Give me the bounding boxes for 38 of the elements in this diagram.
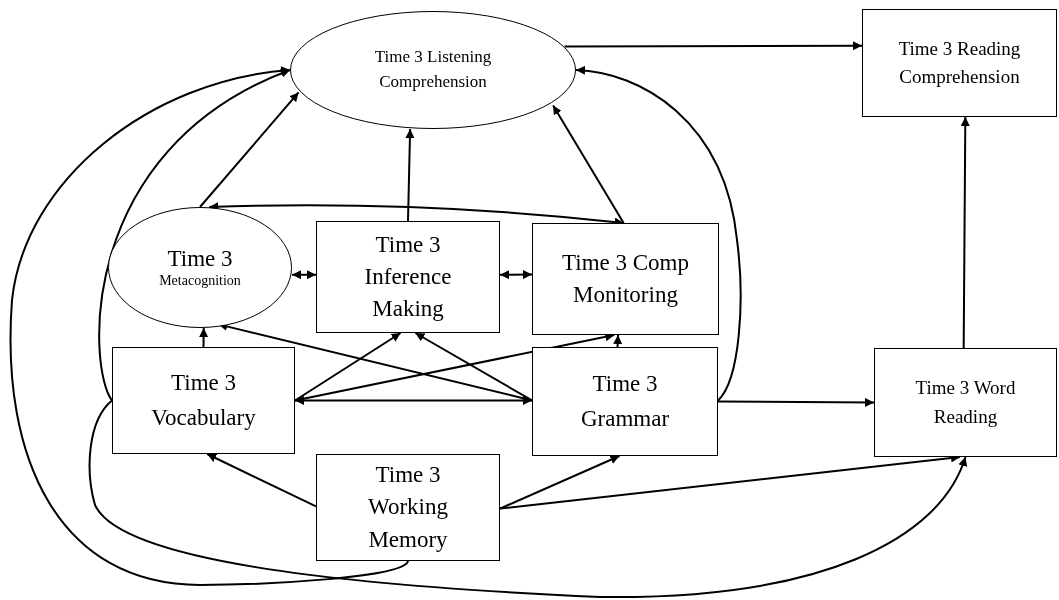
node-label: Time 3 Working Memory: [367, 461, 449, 554]
arrow: [563, 41, 863, 51]
variable-box: [316, 221, 500, 333]
arrow: [499, 455, 621, 510]
arrow: [294, 332, 402, 402]
variable-box: [532, 347, 718, 456]
node-label: Time 3 Vocabulary: [150, 369, 257, 432]
arrow: [98, 69, 291, 402]
node-label: Time 3 Grammar: [579, 370, 671, 433]
variable-box: [316, 454, 500, 561]
arrow: [414, 332, 533, 402]
ellipse-node: [108, 207, 292, 328]
variable-box: [112, 347, 295, 454]
arrow: [199, 327, 209, 348]
arrow: [199, 91, 300, 208]
ellipse-node: [290, 11, 576, 129]
arrow: [405, 128, 415, 222]
variable-box: [874, 348, 1057, 457]
arrow: [9, 66, 409, 586]
node-label: Time 3 Inference Making: [363, 230, 453, 324]
node-label: Metacognition: [159, 272, 241, 290]
node-label: Time 3 Word Reading: [914, 376, 1017, 429]
arrow: [294, 395, 533, 405]
arrow: [291, 270, 317, 280]
arrow: [499, 270, 533, 280]
arrow: [613, 334, 623, 348]
arrow: [88, 399, 967, 598]
node-label: Time 3 Reading Comprehension: [897, 37, 1022, 89]
node-label: Time 3 Listening Comprehension: [373, 46, 493, 93]
arrow: [960, 116, 970, 349]
variable-box: [862, 9, 1057, 117]
node-label: Time 3 Comp Monitoring: [561, 248, 690, 309]
arrow: [206, 453, 317, 508]
arrow: [717, 397, 875, 407]
variable-box: [532, 223, 719, 335]
arrow: [552, 104, 625, 224]
arrow: [575, 66, 742, 402]
node-label: Time 3: [167, 245, 233, 273]
